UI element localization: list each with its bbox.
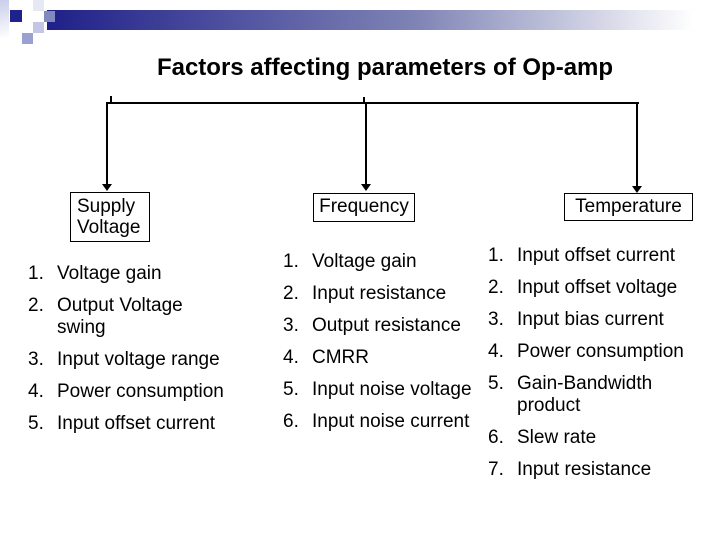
list-item: 6. Input noise current — [283, 411, 497, 433]
list-item-number: 1. — [488, 245, 504, 266]
connector-tick-middle — [363, 97, 365, 102]
connector-vertical-right — [636, 102, 638, 186]
header-left-strip — [0, 0, 9, 38]
connector-vertical-left — [106, 102, 108, 184]
list-item-text: Slew rate — [517, 427, 597, 448]
list-item-number: 2. — [28, 295, 44, 316]
list-item-text: Voltage gain — [57, 263, 162, 284]
list-item: 1. Voltage gain — [28, 263, 232, 285]
list-item-number: 6. — [488, 427, 504, 448]
pixel-square-lavender — [22, 33, 33, 44]
list-item-text: Input resistance — [517, 459, 652, 480]
list-item-text: Input resistance — [312, 283, 447, 304]
list-item-number: 2. — [488, 277, 504, 298]
list-item-text: Input offset voltage — [517, 277, 678, 298]
connector-tick-left — [110, 96, 112, 102]
list-item: 3. Input voltage range — [28, 349, 232, 371]
parameter-list-supply-voltage: 1. Voltage gain 2. Output Voltage swing 3. In… — [28, 263, 232, 445]
list-item-number: 5. — [28, 413, 44, 434]
list-item: 4. Power consumption — [488, 341, 698, 363]
arrowhead-down-right — [632, 186, 642, 193]
list-item-text: CMRR — [312, 347, 369, 368]
connector-vertical-middle — [365, 102, 367, 184]
list-item-number: 7. — [488, 459, 504, 480]
parameter-list-temperature: 1. Input offset current 2. Input offset vol… — [488, 245, 698, 491]
list-item-number: 4. — [28, 381, 44, 402]
list-item-number: 1. — [283, 251, 299, 272]
list-item-number: 1. — [28, 263, 44, 284]
list-item-text: Output resistance — [312, 315, 461, 336]
list-item: 1. Input offset current — [488, 245, 698, 267]
header-gradient-bar — [47, 10, 720, 30]
list-item-text: Power consumption — [517, 341, 684, 362]
list-item: 2. Input offset voltage — [488, 277, 698, 299]
list-item-text: Gain-Bandwidth product — [517, 373, 653, 416]
list-item: 4. CMRR — [283, 347, 497, 369]
list-item-number: 2. — [283, 283, 299, 304]
list-item-number: 4. — [283, 347, 299, 368]
factor-box-temperature: Temperature — [564, 193, 693, 221]
list-item-number: 3. — [488, 309, 504, 330]
list-item: 2. Input resistance — [283, 283, 497, 305]
list-item: 5. Input noise voltage — [283, 379, 497, 401]
list-item: 6. Slew rate — [488, 427, 698, 449]
list-item-number: 4. — [488, 341, 504, 362]
arrowhead-down-left — [102, 184, 112, 191]
list-item: 4. Power consumption — [28, 381, 232, 403]
list-item: 1. Voltage gain — [283, 251, 497, 273]
list-item-text: Input voltage range — [57, 349, 220, 370]
list-item-number: 6. — [283, 411, 299, 432]
list-item-text: Input noise voltage — [312, 379, 472, 400]
pixel-square-dark — [10, 10, 22, 22]
list-item-text: Input offset current — [517, 245, 676, 266]
list-item: 5. Gain-Bandwidth product — [488, 373, 698, 417]
list-item-text: Voltage gain — [312, 251, 417, 272]
pixel-square-light — [33, 22, 44, 33]
list-item: 7. Input resistance — [488, 459, 698, 481]
list-item: 5. Input offset current — [28, 413, 232, 435]
list-item-text: Output Voltage swing — [57, 295, 183, 338]
list-item-number: 3. — [28, 349, 44, 370]
slide-title: Factors affecting parameters of Op-amp — [156, 54, 614, 81]
factor-box-supply-voltage: Supply Voltage — [70, 192, 150, 242]
list-item-text: Input noise current — [312, 411, 470, 432]
connector-horizontal-line — [107, 102, 639, 104]
pixel-square-lightest — [33, 0, 44, 11]
list-item-text: Power consumption — [57, 381, 224, 402]
list-item: 3. Input bias current — [488, 309, 698, 331]
list-item: 2. Output Voltage swing — [28, 295, 232, 339]
list-item-number: 3. — [283, 315, 299, 336]
arrowhead-down-middle — [361, 184, 371, 191]
pixel-square-medium — [44, 11, 55, 22]
list-item-number: 5. — [283, 379, 299, 400]
list-item-number: 5. — [488, 373, 504, 394]
list-item-text: Input offset current — [57, 413, 216, 434]
list-item: 3. Output resistance — [283, 315, 497, 337]
list-item-text: Input bias current — [517, 309, 664, 330]
parameter-list-frequency: 1. Voltage gain 2. Input resistance 3. Output… — [283, 251, 497, 443]
factor-box-frequency: Frequency — [313, 193, 415, 222]
